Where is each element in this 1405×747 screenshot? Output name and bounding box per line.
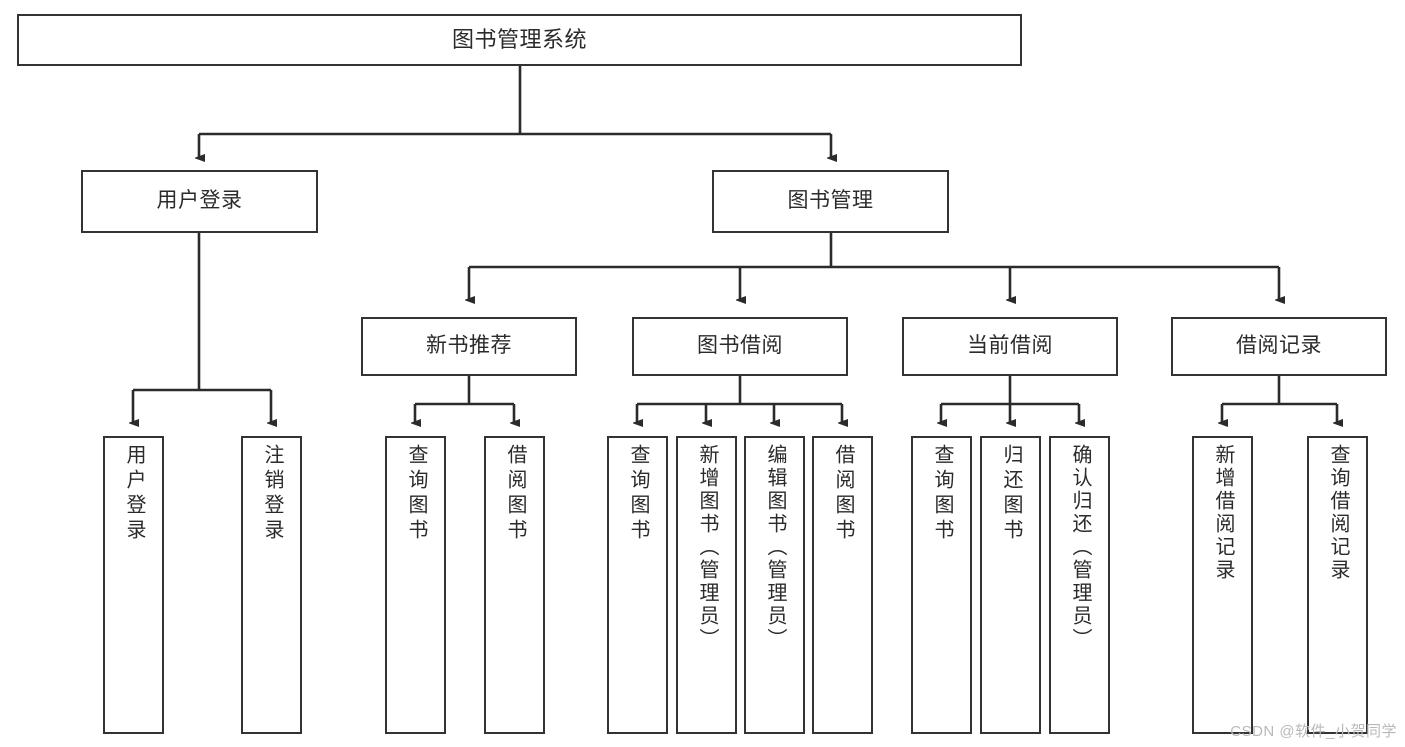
node-label: 图书管理 [787, 189, 874, 213]
csdn-watermark: CSDN @软件_小贺同学 [1230, 723, 1397, 740]
node-label: 确认归还（管理员） [1069, 444, 1091, 651]
leaf-borrow-borrow-book[interactable]: 借阅图书 [812, 436, 873, 734]
node-current-borrow[interactable]: 当前借阅 [902, 317, 1118, 376]
node-label: 当前借阅 [967, 334, 1053, 358]
node-borrow-record[interactable]: 借阅记录 [1171, 317, 1387, 376]
node-label: 图书管理系统 [451, 27, 587, 53]
leaf-record-add-record[interactable]: 新增借阅记录 [1192, 436, 1253, 734]
leaf-new-book-borrow[interactable]: 借阅图书 [484, 436, 545, 734]
node-user-login[interactable]: 用户登录 [81, 170, 318, 233]
node-label: 用户登录 [156, 189, 243, 213]
leaf-current-return-book[interactable]: 归还图书 [980, 436, 1041, 734]
leaf-new-book-query[interactable]: 查询图书 [385, 436, 446, 734]
node-label: 图书借阅 [697, 334, 783, 358]
node-label: 用户登录 [123, 444, 145, 544]
node-new-book-recommend[interactable]: 新书推荐 [361, 317, 577, 376]
node-label: 查询图书 [931, 444, 953, 544]
node-label: 新增借阅记录 [1212, 444, 1234, 582]
leaf-borrow-add-book-admin[interactable]: 新增图书（管理员） [676, 436, 737, 734]
node-label: 借阅图书 [832, 444, 854, 544]
node-label: 查询借阅记录 [1327, 444, 1349, 582]
leaf-record-query-record[interactable]: 查询借阅记录 [1307, 436, 1368, 734]
leaf-current-confirm-return-admin[interactable]: 确认归还（管理员） [1049, 436, 1110, 734]
node-book-borrow[interactable]: 图书借阅 [632, 317, 848, 376]
node-label: 编辑图书（管理员） [764, 444, 786, 651]
leaf-borrow-query-book[interactable]: 查询图书 [607, 436, 668, 734]
node-label: 归还图书 [1000, 444, 1022, 544]
node-root-system[interactable]: 图书管理系统 [17, 14, 1022, 66]
node-label: 新增图书（管理员） [696, 444, 718, 651]
leaf-user-login-login[interactable]: 用户登录 [103, 436, 164, 734]
node-label: 借阅图书 [504, 444, 526, 544]
node-label: 借阅记录 [1236, 334, 1322, 358]
node-label: 注销登录 [261, 444, 283, 544]
node-label: 查询图书 [405, 444, 427, 544]
leaf-borrow-edit-book-admin[interactable]: 编辑图书（管理员） [744, 436, 805, 734]
node-label: 新书推荐 [426, 334, 512, 358]
leaf-current-query-book[interactable]: 查询图书 [911, 436, 972, 734]
leaf-user-login-logout[interactable]: 注销登录 [241, 436, 302, 734]
node-label: 查询图书 [627, 444, 649, 544]
node-book-management[interactable]: 图书管理 [712, 170, 949, 233]
